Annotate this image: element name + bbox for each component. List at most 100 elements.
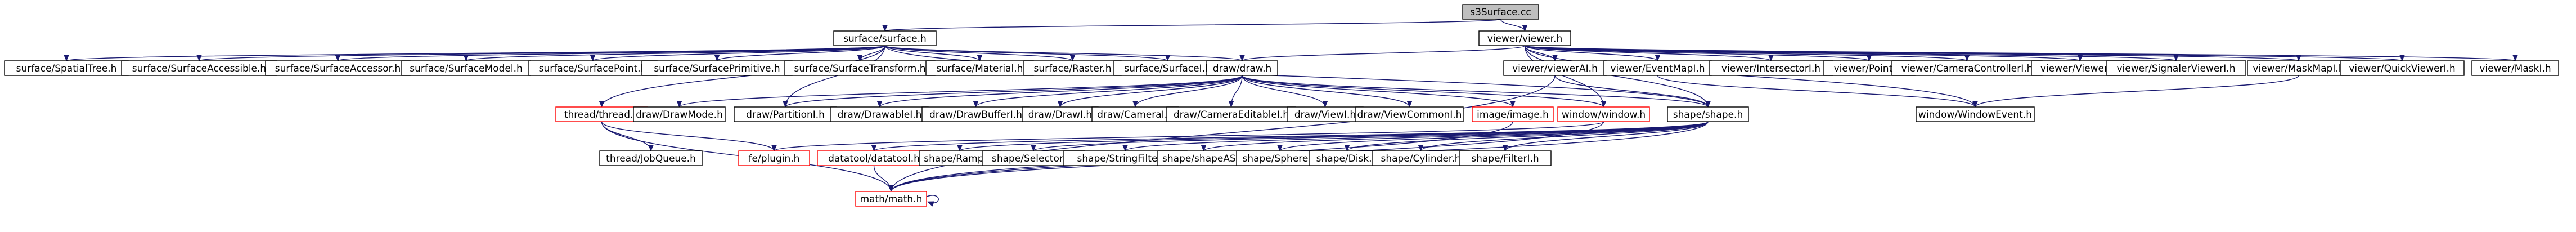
- edge-datatool-to-math: [873, 165, 894, 192]
- node-label-filteri: shape/FilterI.h: [1471, 153, 1539, 164]
- node-camerai[interactable]: draw/CameraI.h: [1091, 106, 1179, 122]
- node-label-thread: thread/thread.h: [564, 109, 639, 121]
- node-label-maski: viewer/MaskI.h: [2479, 63, 2551, 74]
- node-label-selectori: shape/SelectorI.h: [992, 153, 1075, 164]
- node-drawi[interactable]: draw/DrawI.h: [1022, 106, 1099, 122]
- node-label-partition: draw/PartitionI.h: [746, 109, 825, 121]
- node-cylinder[interactable]: shape/Cylinder.h: [1372, 150, 1470, 166]
- node-label-math: math/math.h: [860, 194, 923, 205]
- node-label-drawmode: draw/DrawMode.h: [636, 109, 723, 121]
- node-intersectori[interactable]: viewer/IntersectorI.h: [1709, 60, 1833, 76]
- node-box-viewer_h: [1478, 30, 1571, 46]
- node-draw_h[interactable]: draw/draw.h: [1206, 60, 1278, 76]
- node-viewi[interactable]: draw/ViewI.h: [1287, 106, 1364, 122]
- edge-draw_h-to-drawi: [1057, 75, 1243, 108]
- node-label-surface_h: surface/surface.h: [843, 33, 927, 44]
- node-surface_h[interactable]: surface/surface.h: [833, 30, 937, 46]
- node-thread[interactable]: thread/thread.h: [555, 106, 648, 122]
- edge-surface_h-to-draw_h: [884, 45, 1245, 61]
- edge-surface_h-to-accessor: [335, 45, 885, 61]
- node-material[interactable]: surface/Material.h: [925, 60, 1034, 76]
- node-plugin[interactable]: fe/plugin.h: [738, 150, 810, 166]
- node-drawable[interactable]: draw/DrawableI.h: [830, 106, 929, 122]
- node-maskmapi[interactable]: viewer/MaskMapI.h: [2247, 60, 2350, 76]
- node-accessible[interactable]: surface/SurfaceAccessible.h: [121, 60, 277, 76]
- node-box-partition: [734, 106, 837, 122]
- nodes-layer: s3Surface.cc surface/surface.h viewer/view…: [4, 4, 2559, 207]
- edge-draw_h-to-image: [1242, 75, 1516, 108]
- edge-shape-to-selectori: [1031, 121, 1709, 151]
- node-eventmapi[interactable]: viewer/EventMapI.h: [1603, 60, 1712, 76]
- edge-surface_h-to-thread: [599, 45, 885, 108]
- node-window[interactable]: window/window.h: [1557, 106, 1650, 122]
- edge-surface_h-to-surfacei: [884, 45, 1171, 61]
- node-datatool[interactable]: datatool/datatool.h: [817, 150, 931, 166]
- node-viewcommon[interactable]: draw/ViewCommonI.h: [1355, 106, 1464, 122]
- node-viewerai[interactable]: viewer/viewerAI.h: [1503, 60, 1607, 76]
- node-drawbuffer[interactable]: draw/DrawBufferI.h: [921, 106, 1030, 122]
- node-model[interactable]: surface/SurfaceModel.h: [401, 60, 531, 76]
- node-box-drawi: [1022, 106, 1099, 122]
- node-primitive[interactable]: surface/SurfacePrimitive.h: [641, 60, 793, 76]
- node-label-datatool: datatool/datatool.h: [828, 153, 920, 164]
- node-shapeas[interactable]: shape/shapeAS.h: [1157, 150, 1250, 166]
- node-label-draw_h: draw/draw.h: [1213, 63, 1272, 74]
- edge-math-to-math: [926, 195, 939, 207]
- node-box-spatialtree: [4, 60, 129, 76]
- node-raster[interactable]: surface/Raster.h: [1023, 60, 1122, 76]
- node-windowevent[interactable]: window/WindowEvent.h: [1916, 106, 2035, 122]
- node-label-vieweri: viewer/ViewerI.h: [2040, 63, 2120, 74]
- node-point[interactable]: surface/SurfacePoint.h: [528, 60, 658, 76]
- node-jobqueue[interactable]: thread/JobQueue.h: [599, 150, 703, 166]
- node-transform[interactable]: surface/SurfaceTransform.h: [784, 60, 936, 76]
- edge-surface_h-to-point: [590, 45, 885, 61]
- node-label-root: s3Surface.cc: [1470, 7, 1531, 18]
- node-accessor[interactable]: surface/SurfaceAccessor.h: [265, 60, 411, 76]
- node-box-plugin: [738, 150, 810, 166]
- edge-draw_h-to-window: [1242, 75, 1607, 108]
- edge-shape-to-rampi: [957, 121, 1709, 151]
- edge-viewer_h-to-window: [1524, 45, 1607, 108]
- node-label-point: surface/SurfacePoint.h: [539, 63, 647, 74]
- node-math[interactable]: math/math.h: [855, 191, 927, 207]
- node-label-window: window/window.h: [1562, 109, 1646, 121]
- edge-draw_h-to-camerai: [1132, 75, 1243, 108]
- node-viewer_h[interactable]: viewer/viewer.h: [1478, 30, 1571, 46]
- edge-root-to-viewer_h: [1500, 19, 1528, 32]
- node-box-image: [1472, 106, 1554, 122]
- edge-viewer_h-to-shape: [1524, 45, 1711, 108]
- edge-viewer_h-to-signalerviewer: [1524, 45, 2179, 61]
- node-quickviewer[interactable]: viewer/QuickViewerI.h: [2340, 60, 2465, 76]
- node-label-viewcommon: draw/ViewCommonI.h: [1357, 109, 1462, 121]
- edge-draw_h-to-shape: [1242, 75, 1711, 108]
- node-label-drawable: draw/DrawableI.h: [838, 109, 922, 121]
- node-drawmode[interactable]: draw/DrawMode.h: [633, 106, 726, 122]
- node-box-quickviewer: [2340, 60, 2465, 76]
- node-signalerviewer[interactable]: viewer/SignalerViewerI.h: [2106, 60, 2246, 76]
- node-cameraeditable[interactable]: draw/CameraEditableI.h: [1166, 106, 1296, 122]
- node-label-drawi: draw/DrawI.h: [1028, 109, 1092, 121]
- edge-viewerai-to-math: [888, 75, 1556, 192]
- node-filteri[interactable]: shape/FilterI.h: [1459, 150, 1552, 166]
- node-box-window: [1557, 106, 1650, 122]
- edge-draw_h-to-cameraeditable: [1228, 75, 1243, 108]
- node-label-shape: shape/shape.h: [1673, 109, 1743, 121]
- edge-surface_h-to-shape: [884, 45, 1711, 108]
- node-partition[interactable]: draw/PartitionI.h: [734, 106, 837, 122]
- node-shape[interactable]: shape/shape.h: [1667, 106, 1749, 122]
- node-label-disk: shape/Disk.h: [1316, 153, 1378, 164]
- edge-eventmapi-to-windowevent: [1657, 75, 1978, 108]
- node-box-raster: [1023, 60, 1122, 76]
- node-maski[interactable]: viewer/MaskI.h: [2471, 60, 2559, 76]
- node-box-surface_h: [833, 30, 937, 46]
- edge-surface_h-to-raster: [884, 45, 1076, 61]
- node-box-windowevent: [1916, 106, 2035, 122]
- edge-draw_h-to-partition: [783, 75, 1243, 108]
- node-image[interactable]: image/image.h: [1472, 106, 1554, 122]
- node-cameracontroller[interactable]: viewer/CameraControllerI.h: [1891, 60, 2043, 76]
- node-sphere[interactable]: shape/Sphere.h: [1236, 150, 1324, 166]
- edge-shape-to-filteri: [1502, 121, 1709, 151]
- node-surfacei[interactable]: surface/SurfaceI.h: [1113, 60, 1222, 76]
- node-spatialtree[interactable]: surface/SpatialTree.h: [4, 60, 129, 76]
- node-label-accessor: surface/SurfaceAccessor.h: [275, 63, 401, 74]
